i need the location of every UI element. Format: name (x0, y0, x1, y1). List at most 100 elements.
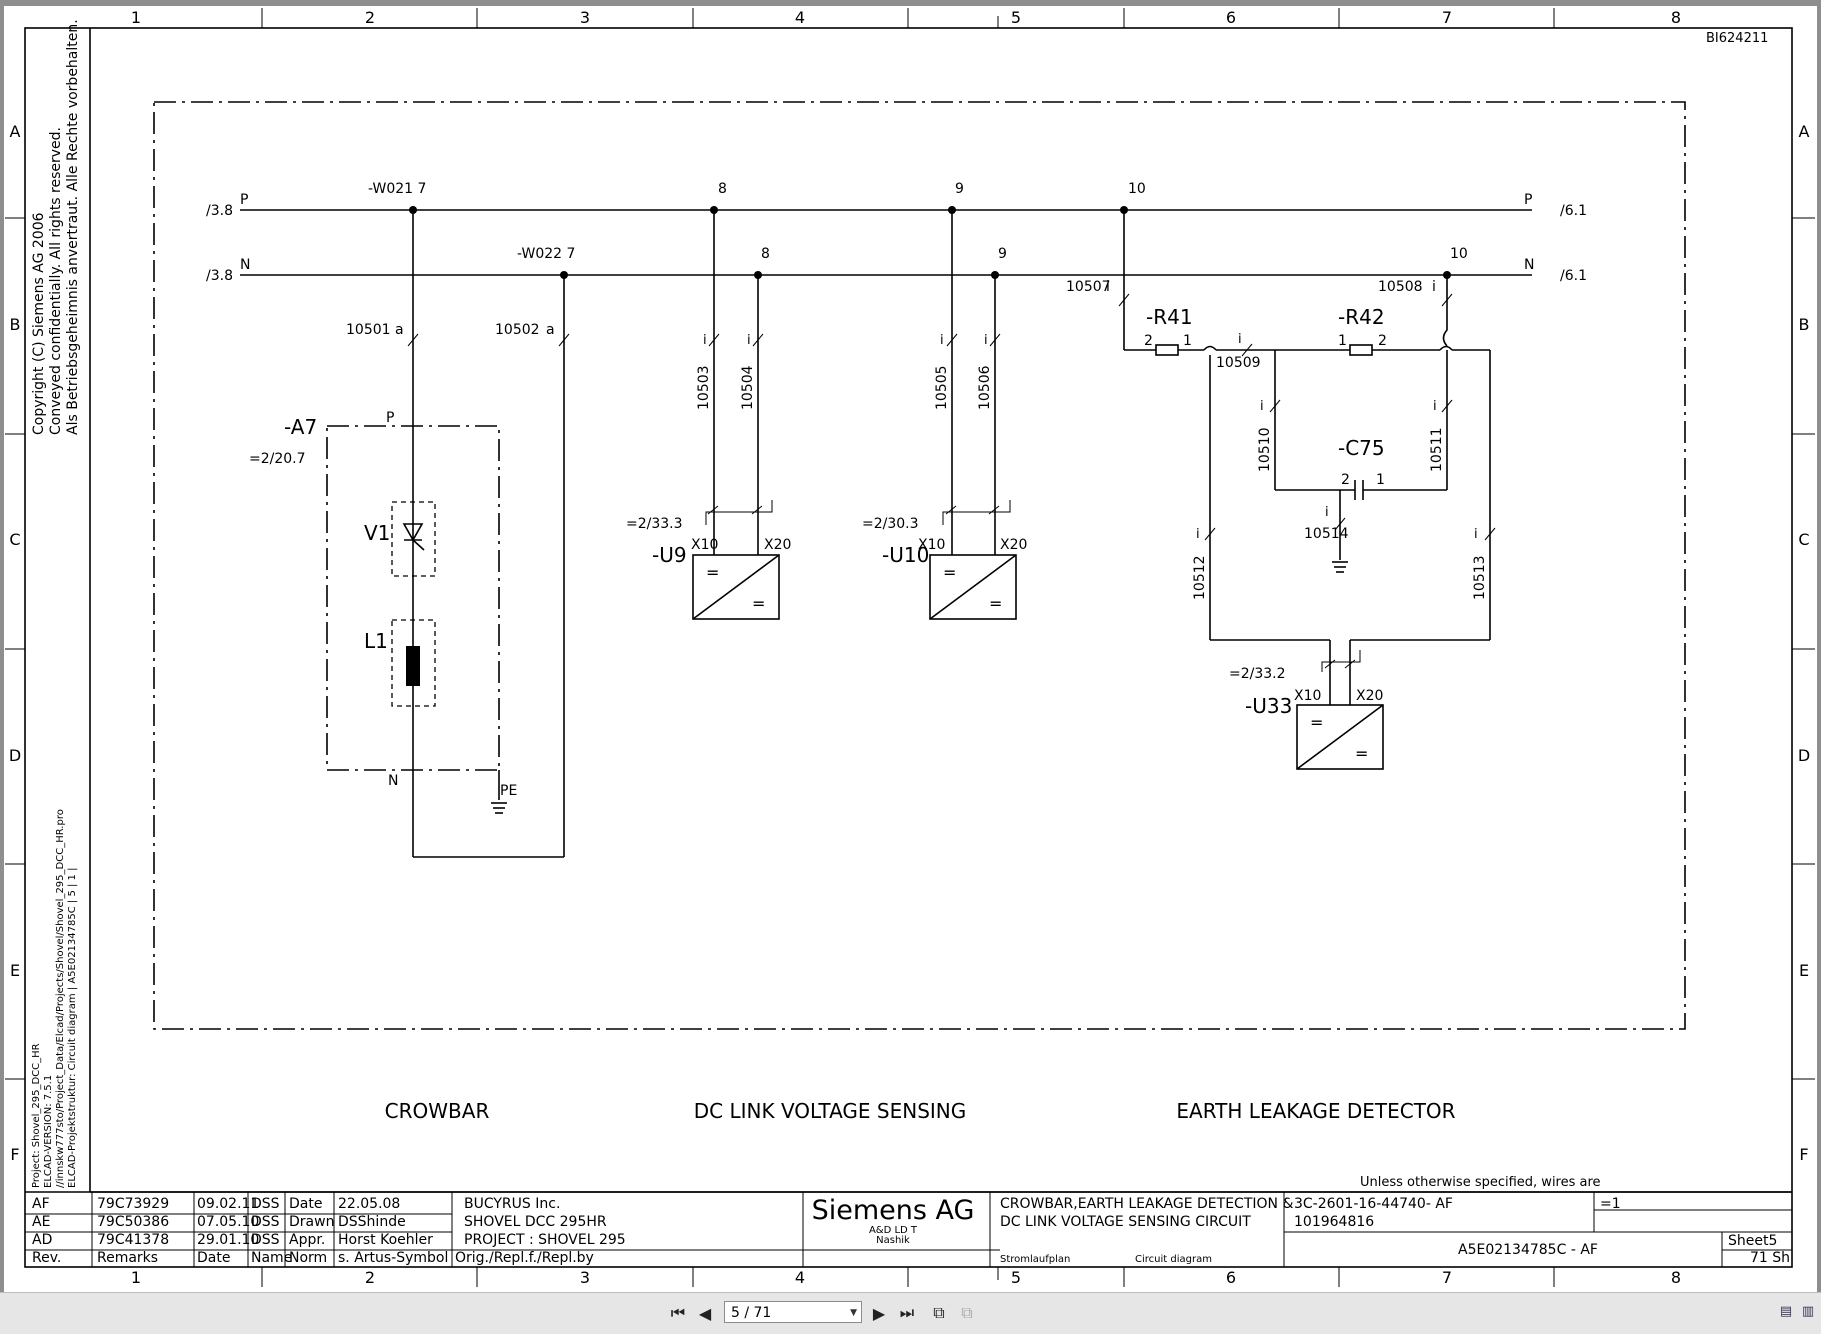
bus-n: /3.8 N N /6.1 (206, 257, 1587, 284)
wire-label: 10501 (346, 322, 391, 338)
paste-page-icon: ⧉ (961, 1303, 973, 1322)
double-page-view-icon[interactable]: ▥ (1801, 1303, 1815, 1319)
r41-pin: 2 (1144, 333, 1153, 349)
prev-page-icon: ◀ (698, 1303, 712, 1323)
copy-page-icon: ⧉ (933, 1303, 945, 1322)
rev-name: DSS (251, 1232, 280, 1248)
wire-marker: i (1260, 399, 1264, 414)
wire-marker: a (395, 322, 404, 338)
chevron-down-icon: ▼ (850, 1308, 857, 1318)
copyright-line: Copyright (C) Siemens AG 2006 (31, 212, 47, 435)
rev-name: DSS (251, 1196, 280, 1212)
cable-w022-label: -W022 7 (517, 246, 575, 262)
u9-ref: =2/33.3 (626, 516, 683, 532)
col-label: 4 (795, 1268, 805, 1287)
rev-remarks: 79C50386 (97, 1214, 169, 1230)
wire-marker: i (1433, 399, 1437, 414)
u10-x20: X20 (1000, 537, 1027, 553)
u9-name: -U9 (652, 543, 687, 567)
grid-dividers (5, 8, 1815, 1287)
drawing-number: 3C-2601-16-44740- AF (1294, 1196, 1453, 1212)
a7-box (326, 425, 500, 771)
col-label: 5 (1011, 1268, 1021, 1287)
customer-line: SHOVEL DCC 295HR (464, 1214, 607, 1230)
terminal-label: 10 (1450, 246, 1468, 262)
view-mode-group: ▤ ▥ (1777, 1301, 1821, 1325)
single-page-view-icon[interactable]: ▤ (1779, 1303, 1793, 1319)
dc-link-u10: i i 10505 10506 =2/30.3 X10 X20 -U10 = = (862, 210, 1027, 620)
row-label: E (1799, 961, 1809, 980)
col-label: 6 (1226, 8, 1236, 27)
col-label: 6 (1226, 1268, 1236, 1287)
rev-date: 29.01.10 (197, 1232, 259, 1248)
wire-label: 10513 (1472, 555, 1488, 600)
col-label: 1 (131, 8, 141, 27)
col-label: 5 (1011, 8, 1021, 27)
rev-code: AE (32, 1214, 50, 1230)
ground-icon (491, 802, 507, 814)
pe-label: PE (500, 783, 517, 799)
paste-page-button[interactable]: ⧉ (954, 1301, 980, 1325)
approval-value: s. Artus-Symbol (338, 1250, 448, 1266)
copyright-line: Als Betriebsgeheimnis anvertraut. Alle R… (65, 19, 81, 435)
terminal-label: 9 (998, 246, 1007, 262)
cable-w021-label: -W021 7 (368, 181, 426, 197)
sheet-total: 71 Sh (1750, 1250, 1790, 1266)
rev-remarks: 79C73929 (97, 1196, 169, 1212)
inductor-icon (406, 646, 420, 686)
rev-remarks: 79C41378 (97, 1232, 169, 1248)
copy-page-button[interactable]: ⧉ (926, 1301, 952, 1325)
r42-pin: 1 (1338, 333, 1347, 349)
doc-id: BI624211 (1706, 31, 1768, 46)
prev-page-button[interactable]: ◀ (692, 1301, 718, 1325)
page-select[interactable]: 5 / 71 ▼ (724, 1301, 862, 1323)
wire-label: 10505 (934, 365, 950, 410)
bus-n-label: N (240, 257, 250, 273)
wire-marker: i (1196, 527, 1200, 542)
u33-name: -U33 (1245, 694, 1292, 718)
crowbar-section: 10501 a 10502 a -A7 =2/20.7 P N V1 L1 PE (249, 210, 570, 858)
dc-symbol: = (943, 563, 956, 582)
wire-marker: i (1474, 527, 1478, 542)
section-title-crowbar: CROWBAR (385, 1099, 490, 1123)
bus-n-ref-left: /3.8 (206, 268, 233, 284)
section-title-earth-leakage: EARTH LEAKAGE DETECTOR (1176, 1099, 1455, 1123)
converter-icon (1296, 704, 1384, 770)
col-label: 4 (795, 8, 805, 27)
row-label: E (10, 961, 20, 980)
first-page-button[interactable]: ⏮ (665, 1301, 691, 1325)
wire-marker: i (1106, 279, 1110, 295)
bus-n-label-right: N (1524, 257, 1534, 273)
rev-header: Date (197, 1250, 230, 1266)
wire-marker: i (984, 333, 988, 348)
rev-date: 09.02.11 (197, 1196, 259, 1212)
wire-marker: i (703, 333, 707, 348)
rev-code: AF (32, 1196, 50, 1212)
approval-label: Norm (289, 1250, 327, 1266)
u9-x20: X20 (764, 537, 791, 553)
next-page-button[interactable]: ▶ (866, 1301, 892, 1325)
last-page-button[interactable]: ⏭ (894, 1301, 920, 1325)
r41-pin: 1 (1183, 333, 1192, 349)
rev-name: DSS (251, 1214, 280, 1230)
u33-ref: =2/33.2 (1229, 666, 1286, 682)
u10-x10: X10 (918, 537, 945, 553)
terminal-label: 9 (955, 181, 964, 197)
u10-ref: =2/30.3 (862, 516, 919, 532)
viewer-toolbar: ⏮ ◀ 5 / 71 ▼ ▶ ⏭ ⧉ ⧉ ▤ ▥ (0, 1292, 1821, 1334)
wire-marker: i (1432, 279, 1436, 295)
wire-label: 10508 (1378, 279, 1423, 295)
project-info-line: //innskw777sto/Project_Data/Elcad/Projec… (55, 809, 66, 1188)
a7-ref: =2/20.7 (249, 451, 306, 467)
thyristor-icon (402, 523, 424, 542)
col-label: 2 (365, 8, 375, 27)
row-label: D (1798, 746, 1810, 765)
u9-x10: X10 (691, 537, 718, 553)
rev-code: AD (32, 1232, 52, 1248)
u10-name: -U10 (882, 543, 929, 567)
document-number: A5E02134785C - AF (1458, 1242, 1598, 1258)
col-label: 1 (131, 1268, 141, 1287)
drawing-number: 101964816 (1294, 1214, 1374, 1230)
project-info-line: ELCAD-VERSION: 7.5.1 (43, 1075, 54, 1188)
wire-label: 10510 (1257, 427, 1273, 472)
